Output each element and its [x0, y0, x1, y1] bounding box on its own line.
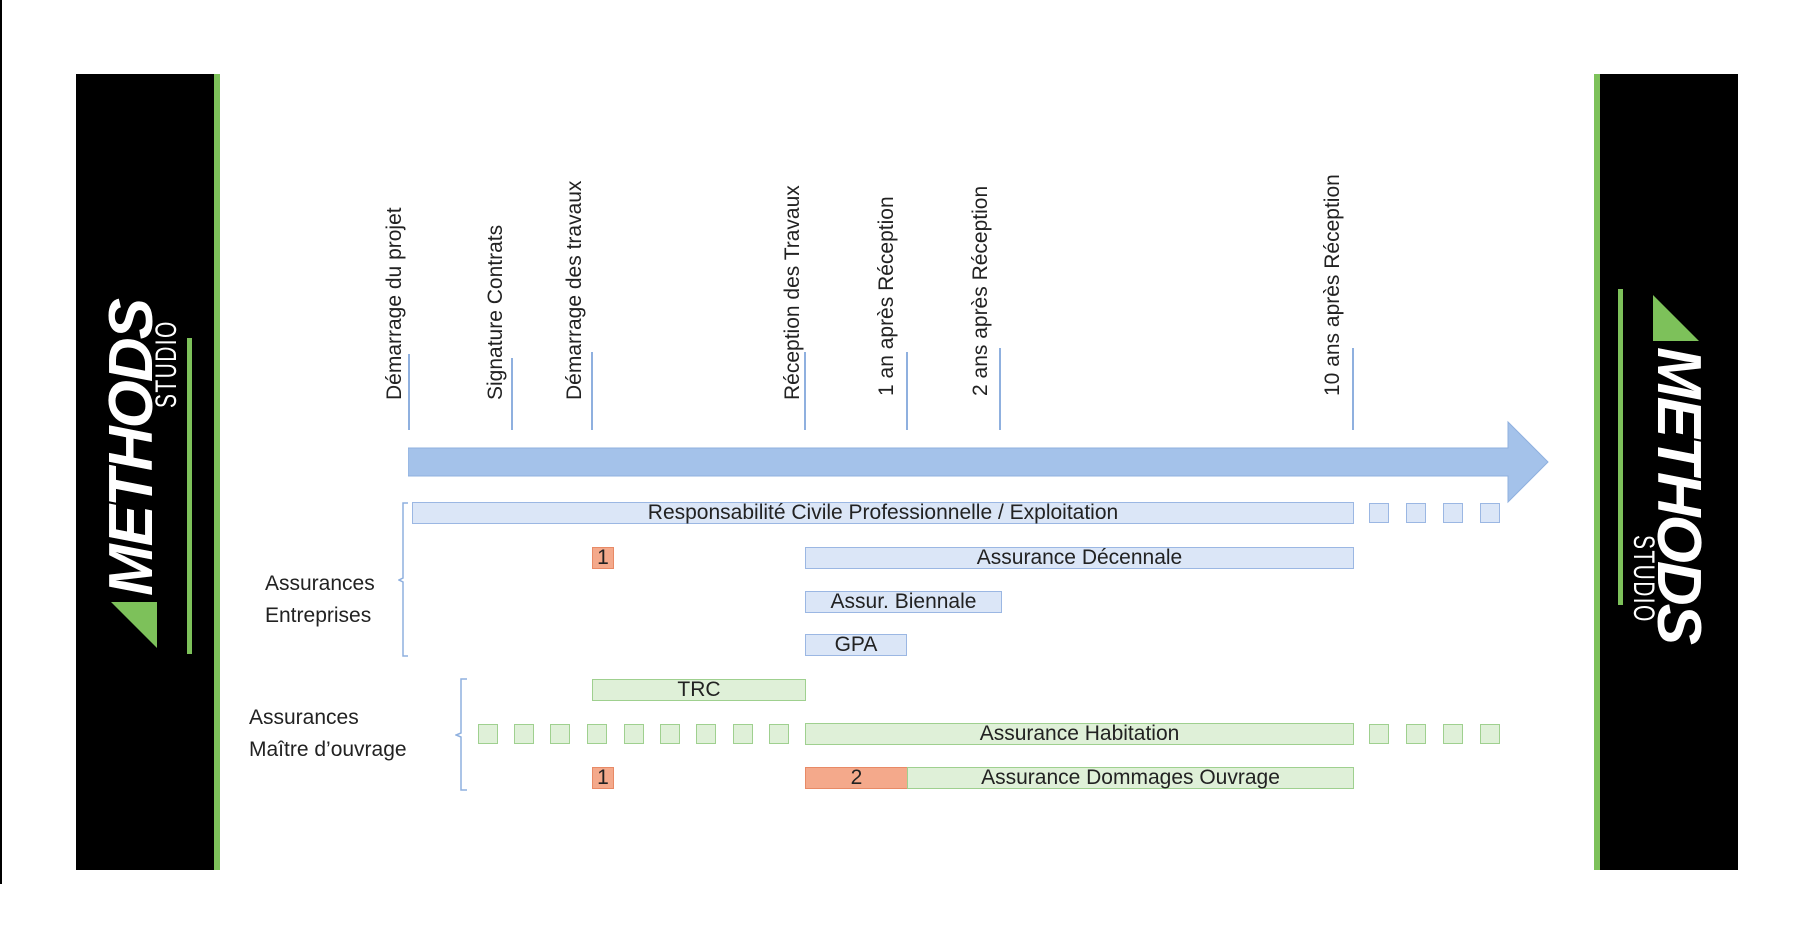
milestone-label: 10 ans après Réception	[1321, 174, 1344, 396]
continuation-square	[1406, 503, 1426, 523]
milestone-tick	[804, 352, 806, 430]
continuation-square	[624, 724, 644, 744]
logo-mark-icon	[111, 602, 157, 648]
continuation-square	[1480, 503, 1500, 523]
maitre-brace	[455, 678, 467, 791]
continuation-square	[1443, 503, 1463, 523]
continuation-square	[769, 724, 789, 744]
milestone-label: Démarrage des travaux	[563, 180, 586, 400]
milestone-tick	[906, 352, 908, 430]
continuation-square	[1369, 503, 1389, 523]
milestone-tick	[511, 358, 513, 430]
logo-underline	[1618, 289, 1623, 605]
continuation-square	[550, 724, 570, 744]
logo-underline	[187, 338, 192, 654]
bar-gpa: GPA	[805, 634, 907, 656]
logo-mark-icon	[1653, 295, 1699, 341]
milestone-label: Réception des Travaux	[781, 185, 804, 400]
milestone-label: Signature Contrats	[484, 224, 507, 400]
milestone-label: 1 an après Réception	[875, 196, 898, 396]
bar-decennale: Assurance Décennale	[805, 547, 1354, 569]
group-label-maitre: Assurances Maître d’ouvrage	[249, 706, 407, 761]
left-logo-panel: METHODS STUDIO	[76, 74, 220, 870]
milestone-tick	[1352, 348, 1354, 430]
bar-trc: TRC	[592, 679, 806, 701]
marker-1: 1	[592, 547, 614, 569]
methods-studio-logo: METHODS STUDIO	[91, 294, 201, 654]
milestone-label: 2 ans après Réception	[969, 185, 992, 396]
continuation-square	[696, 724, 716, 744]
marker-1: 1	[592, 767, 614, 789]
continuation-square	[1443, 724, 1463, 744]
continuation-square	[1369, 724, 1389, 744]
bar-dommages-ouvrage: Assurance Dommages Ouvrage	[907, 767, 1354, 789]
bar-biennale: Assur. Biennale	[805, 591, 1002, 613]
milestone-label: Démarrage du projet	[383, 207, 406, 400]
continuation-square	[1406, 724, 1426, 744]
continuation-square	[660, 724, 680, 744]
bar-habitation: Assurance Habitation	[805, 723, 1354, 745]
timeline-arrow	[408, 420, 1549, 504]
continuation-square	[514, 724, 534, 744]
entreprises-brace	[398, 502, 408, 657]
continuation-square	[1480, 724, 1500, 744]
continuation-square	[733, 724, 753, 744]
logo-sub: STUDIO	[150, 320, 183, 408]
right-logo-panel: METHODS STUDIO	[1594, 74, 1738, 870]
page-edge-line	[0, 0, 2, 884]
milestone-tick	[408, 354, 410, 430]
bar-rc-exploitation: Responsabilité Civile Professionnelle / …	[412, 502, 1354, 524]
methods-studio-logo: METHODS STUDIO	[1609, 289, 1719, 649]
continuation-square	[587, 724, 607, 744]
milestone-tick	[591, 352, 593, 430]
logo-sub: STUDIO	[1627, 535, 1660, 623]
marker-2: 2	[805, 767, 908, 789]
group-label-entreprises: Assurances Entreprises	[265, 572, 375, 627]
continuation-square	[478, 724, 498, 744]
milestone-tick	[999, 348, 1001, 430]
